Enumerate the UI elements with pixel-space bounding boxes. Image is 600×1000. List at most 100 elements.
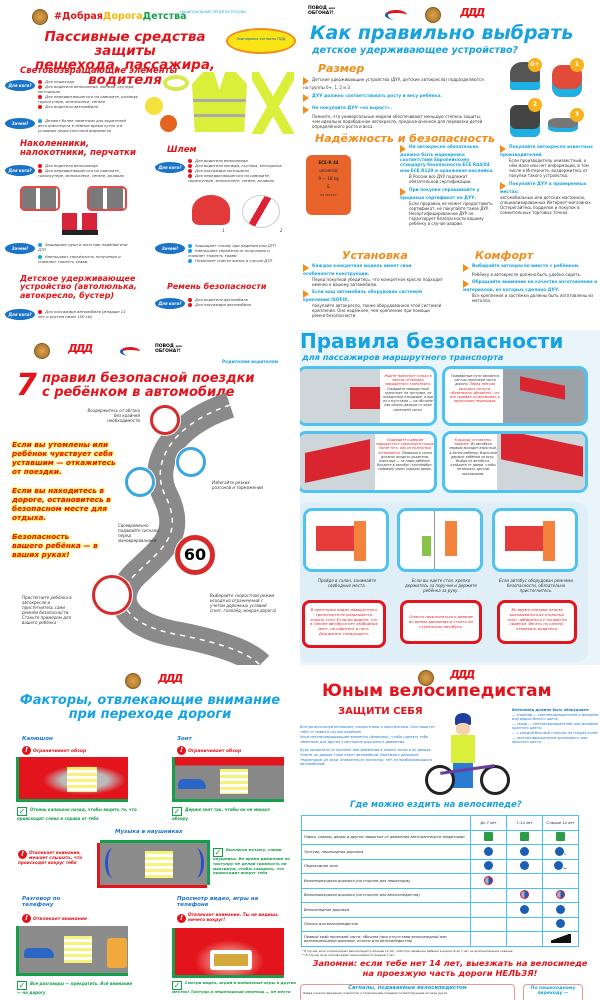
phone-warning: !Отвлекает внимание: [22, 914, 87, 923]
p6-subtitle: ЗАЩИТИ СЕБЯ: [338, 706, 423, 717]
shared-path-sign-icon: [520, 890, 529, 900]
speedometer-pin-icon: [176, 447, 206, 477]
shared-path-sign-icon: [556, 890, 565, 900]
park-sign-icon: [520, 832, 529, 842]
pedestrian-sign-icon: [520, 846, 529, 856]
p4-subtitle: для пассажиров маршрутного транспорта: [302, 352, 504, 362]
smiley-flicker-image: [145, 97, 163, 115]
umbrella-warning: !Ограничивает обзор: [177, 746, 241, 755]
video-heading: Просмотр видео, игры на телефоне: [177, 896, 259, 908]
row-label: Велосипедная дорожка: [301, 902, 471, 918]
p4-title: Правила безопасности: [300, 330, 564, 353]
transit-box-1: Ждите транспорт только в местах остановк…: [300, 366, 437, 426]
video-advice: ✓Смотри видео, играй в мобильные игры в …: [172, 980, 297, 994]
row-label: Тротуар, пешеходная дорожка: [301, 844, 471, 860]
install-list: Каждая конкретная модель имеет свои особ…: [303, 264, 443, 319]
transit-box-2: Трамвайные пути являются частью проезжей…: [442, 366, 588, 426]
music-advice: ✓Выключи музыку, сними наушники. Во врем…: [213, 847, 290, 876]
music-warning: !Отвлекает внимание, мешает слышать, что…: [18, 850, 83, 866]
section-heading-pads: Наколенники, налокотники, перчатки: [20, 139, 136, 158]
reflective-who-list: Для пешехода Для водителя велосипеда, мо…: [38, 79, 140, 109]
transit-box-4: К выходу готовьтесь заранее. Из автобуса…: [442, 431, 588, 493]
table-row: Полоса для велосипедистов: [301, 916, 579, 932]
badge-who: Для кого?: [155, 298, 185, 309]
table-row: Тротуар, пешеходная дорожка*: [301, 844, 579, 860]
music-heading: Музыка в наушниках: [115, 829, 183, 835]
umbrella-advice: ✓Держи зонт так, чтобы он не мешал обзор…: [172, 807, 270, 821]
heading-install: Установка: [342, 249, 408, 262]
hood-warning: !Ограничивает обзор: [22, 746, 86, 755]
onboard-seatbelt-image: [492, 508, 578, 572]
heading-reliability: Надёжность и безопасность: [315, 132, 495, 145]
badge-who: Для кого?: [155, 162, 185, 173]
phone-scene: [16, 926, 128, 976]
onboard-seat-image: [303, 508, 389, 572]
where-heading: Где можно ездить на велосипеде?: [350, 800, 522, 810]
onboard-handrail-image: [397, 508, 483, 572]
tip-buckle-up: Пристегните ребёнка в автокресле и прист…: [22, 595, 72, 625]
no-overtaking-pin-icon: [150, 405, 180, 435]
pedestrian-sign-icon: [484, 846, 493, 856]
gibdd-emblem-icon: [418, 670, 434, 686]
badge-who: Для кого?: [5, 309, 35, 320]
headlight-pin-icon: [125, 467, 155, 497]
left-messages: Если вы утомлены или ребёнок чувствует с…: [12, 440, 116, 559]
gibdd-emblem-icon: [32, 9, 48, 25]
gibdd-emblem-icon: [425, 7, 441, 23]
table-notes: * В случае, если сопровождает велосипеди…: [302, 949, 514, 957]
pedestrian-sign-icon: [484, 861, 493, 871]
gibdd-emblem-icon: [34, 343, 50, 359]
safety-tips: Всегда используй велошлем, налокотники и…: [300, 725, 435, 767]
rsa-logo: [385, 10, 407, 20]
crossing-box: По пешеходному переходу —: [523, 984, 583, 1000]
bike-equipment: Велосипед должен быть оборудован: — спер…: [512, 708, 599, 745]
bike-helmet-image: [192, 195, 230, 225]
child-seat-pin-icon: [92, 575, 132, 615]
header-small: НАЦИОНАЛЬНЫЕ ПРОЕКТЫ РОССИИ: [180, 10, 246, 14]
transit-box-3: Подходите к дверям маршрутного транспорт…: [300, 431, 437, 493]
badge-who: Для кого?: [5, 80, 35, 91]
video-scene: [172, 928, 284, 978]
poster-passive-protection: #ДобраяДорогаДетства НАЦИОНАЛЬНЫЕ ПРОЕКТ…: [0, 0, 300, 330]
caption-2: Если вы едете стоя, крепко держитесь за …: [405, 578, 477, 593]
hood-advice: ✓Откинь капюшон назад, чтобы видеть то, …: [17, 807, 137, 821]
signals-box: Сигналы, подаваемые велосипедистом Перед…: [300, 984, 515, 1000]
table-row: Велопешеходная дорожка (на стороне для п…: [301, 873, 579, 889]
size-list: Детские удерживающие устройства (ДУУ, де…: [303, 77, 484, 129]
section-heading-helmet: Шлем: [167, 145, 197, 155]
heading-size: Размер: [318, 62, 365, 75]
park-sign-icon: [484, 832, 493, 842]
hood-heading: Капюшон: [22, 736, 53, 742]
section-heading-seatbelt: Ремень безопасности: [167, 282, 267, 291]
ddd-logo: ДДД: [460, 6, 485, 19]
cyclist-illustration: [425, 710, 510, 800]
umbrella-heading: Зонт: [177, 736, 192, 742]
caption-1: Пройдя в салон, занимайте свободные мест…: [317, 578, 377, 588]
umbrella-scene: [172, 757, 284, 802]
big-number-7: 7: [16, 368, 37, 403]
orange-reflector-image: [160, 115, 177, 132]
reflective-suspenders-image: [252, 72, 294, 134]
warning-standing: В некоторых видах маршрутного транспорта…: [302, 600, 386, 648]
pads-why-list: Защищают руки и ноги при падении или ДТП…: [38, 242, 128, 264]
pedestrian-sign-icon: [520, 861, 529, 871]
remember-warning: Запомни: если тебе нет 14 лет, выезжать …: [312, 958, 588, 978]
badge-why: Зачем?: [155, 243, 185, 254]
hashtag-logo: #ДобраяДорогаДетства: [54, 11, 187, 22]
reflective-why: Делают более заметным для водителей авто…: [38, 118, 126, 133]
speed-limit-60-sign: 60: [175, 535, 215, 575]
helmet-why-list: Защищает голову при падении или ДТП Умен…: [188, 243, 276, 263]
p2-title: Как правильно выбрать: [310, 22, 574, 44]
reliability-col-2: Покупайте автокресла известных производи…: [500, 145, 593, 216]
gibdd-emblem-icon: [125, 673, 141, 689]
badge-why: Зачем?: [5, 243, 35, 254]
music-scene: [97, 843, 207, 888]
hood-scene: [16, 757, 128, 802]
